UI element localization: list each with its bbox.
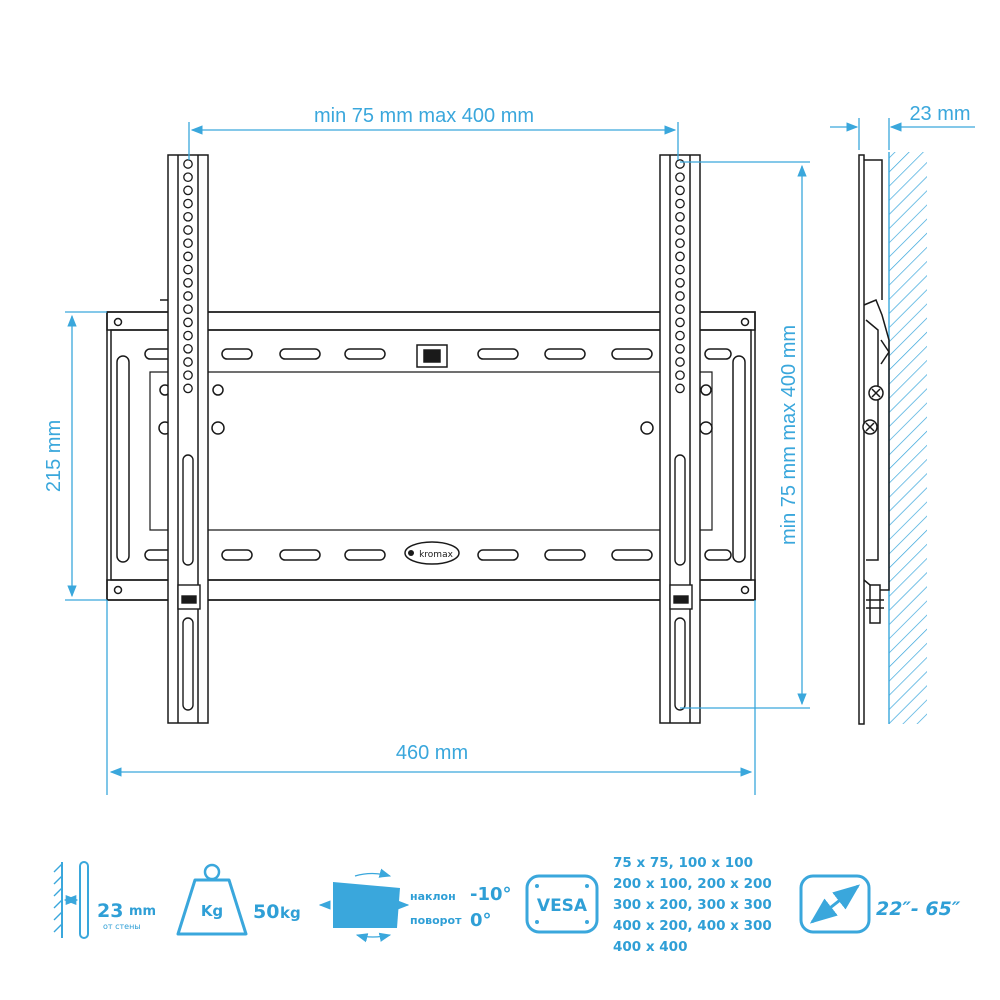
tilt-value: -10° [470,884,512,905]
left-height-label: 215 mm [43,420,65,492]
arm-hole [675,370,685,381]
arm-hole [183,238,193,249]
arm-hole [675,291,685,301]
arm-hole [183,211,193,222]
vesa-line-4: 400 x 200, 400 x 300 [613,918,772,934]
tilt-screen-icon [318,868,410,943]
arm-hole [183,330,193,341]
arm-hole [183,291,193,301]
swivel-value: 0° [470,910,492,931]
brand-logo: kromax [404,541,460,565]
vesa-line-3: 300 x 200, 300 x 300 [613,897,772,913]
load-value: 50 [253,901,279,923]
wall-distance-unit: mm [129,904,156,919]
arm-hole [675,251,685,262]
arm-hole [675,185,685,196]
wall-gap-label: 23 mm [909,103,970,125]
arm-hole [675,264,685,275]
vesa-icon: VESA [525,874,599,934]
wall-plate [106,311,756,601]
arm-hole [183,264,193,275]
arm-hole [183,317,193,328]
diagonal-value: 22″- 65″ [876,898,961,920]
arm-hole [675,211,685,222]
side-view-bracket [858,154,890,725]
brand-logo-text: kromax [419,550,454,560]
arm-hole [675,159,685,169]
arm-hole [675,330,685,341]
diagonal-icon [799,874,871,934]
top-width-label: min 75 mm max 400 mm [314,105,534,127]
arm-hole [675,357,685,367]
vesa-line-2: 200 x 100, 200 x 200 [613,876,772,892]
arm-hole [183,159,193,169]
arm-hole [675,317,685,328]
arm-hole [675,343,685,354]
arm-hole [183,343,193,354]
arm-hole [183,383,193,394]
dimension-lines [65,118,975,795]
arm-hole [183,370,193,381]
vesa-line-5: 400 x 400 [613,939,687,955]
arm-hole [675,198,685,209]
arm-hole [675,383,685,394]
load-unit: kg [280,904,301,922]
wall-distance-caption: от стены [103,922,141,931]
arm-hole [183,251,193,262]
arm-hole [675,277,685,288]
right-height-label: min 75 mm max 400 mm [778,325,800,545]
vesa-line-1: 75 x 75, 100 x 100 [613,855,753,871]
arm-hole [183,357,193,367]
arm-hole [183,225,193,235]
tilt-label: наклон [410,890,456,903]
arm-hole [675,238,685,249]
arm-holes [183,159,685,394]
weight-icon-label: Kg [201,902,223,920]
wall-distance-icon [53,861,89,939]
arm-hole [183,198,193,209]
arm-hole [675,172,685,183]
wall-hatch [888,152,927,724]
arm-slots [177,454,693,711]
wall-distance-value: 23 [97,900,123,922]
arm-hole [675,225,685,235]
arm-hole [183,277,193,288]
arm-hole [183,304,193,315]
bottom-width-label: 460 mm [396,742,468,764]
weight-icon: Kg [176,863,248,936]
arm-hole [183,185,193,196]
vesa-icon-label: VESA [537,896,588,916]
arm-hole [183,172,193,183]
arm-hole [675,304,685,315]
swivel-label: поворот [410,914,462,927]
